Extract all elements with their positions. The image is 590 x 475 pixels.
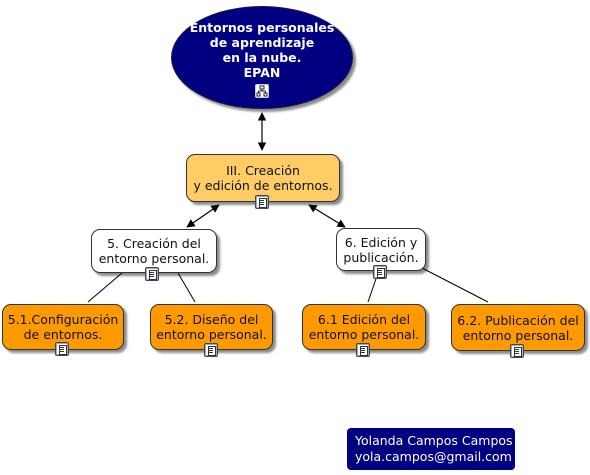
root-line-4: EPAN — [243, 64, 281, 80]
document-icon[interactable] — [373, 265, 387, 279]
node-5-2-line-2: entorno personal. — [156, 327, 267, 342]
root-line-3: en la nube. — [222, 49, 302, 65]
document-icon[interactable] — [55, 342, 69, 356]
node-6-2-line-2: entorno personal. — [462, 327, 574, 343]
node-5-2-line-1: 5.2. Diseño del — [164, 312, 259, 327]
document-icon[interactable] — [255, 195, 269, 209]
link-iii-n5 — [186, 204, 220, 228]
node-5-line-2: entorno personal. — [98, 251, 210, 266]
node-5-1-line-2: de entornos. — [23, 327, 103, 342]
node-5-1-line-1: 5.1.Configuración — [7, 312, 119, 327]
node-6-line-1: 6. Edición y — [344, 234, 418, 250]
node-5-line-1: 5. Creación del — [107, 236, 201, 251]
node-6-1-line-1: 6.1 Edición del — [317, 312, 411, 327]
node-iii-line-1: III. Creación — [226, 163, 300, 178]
node-6-2-publicacion[interactable]: 6.2. Publicación del entorno personal. — [451, 304, 585, 351]
node-6-line-2: publicación. — [343, 249, 419, 265]
author-name: Yolanda Campos Campos — [355, 433, 513, 448]
author-email[interactable]: yola.campos@gmail.com — [355, 449, 512, 464]
node-5-creacion[interactable]: 5. Creación del entorno personal. — [91, 229, 217, 273]
link-n6-n62 — [421, 267, 489, 303]
document-icon[interactable] — [356, 343, 370, 357]
node-iii-line-2: y edición de entornos. — [193, 178, 333, 193]
node-5-2-diseno[interactable]: 5.2. Diseño del entorno personal. — [150, 304, 273, 350]
root-line-2: de aprendizaje — [209, 34, 315, 50]
node-6-edicion[interactable]: 6. Edición y publicación. — [336, 228, 426, 271]
document-icon[interactable] — [204, 343, 218, 357]
author-info-box: Yolanda Campos Campos yola.campos@gmail.… — [347, 428, 515, 470]
link-n5-n52 — [177, 272, 196, 303]
node-6-2-line-1: 6.2. Publicación del — [457, 312, 579, 328]
concept-map-icon[interactable] — [255, 84, 269, 98]
document-icon[interactable] — [145, 267, 159, 281]
root-line-1: Entornos personales — [189, 19, 335, 35]
link-iii-n6 — [308, 204, 346, 228]
node-6-1-line-2: entorno personal. — [308, 327, 420, 342]
document-icon[interactable] — [510, 344, 524, 358]
link-n5-n51 — [87, 272, 123, 303]
